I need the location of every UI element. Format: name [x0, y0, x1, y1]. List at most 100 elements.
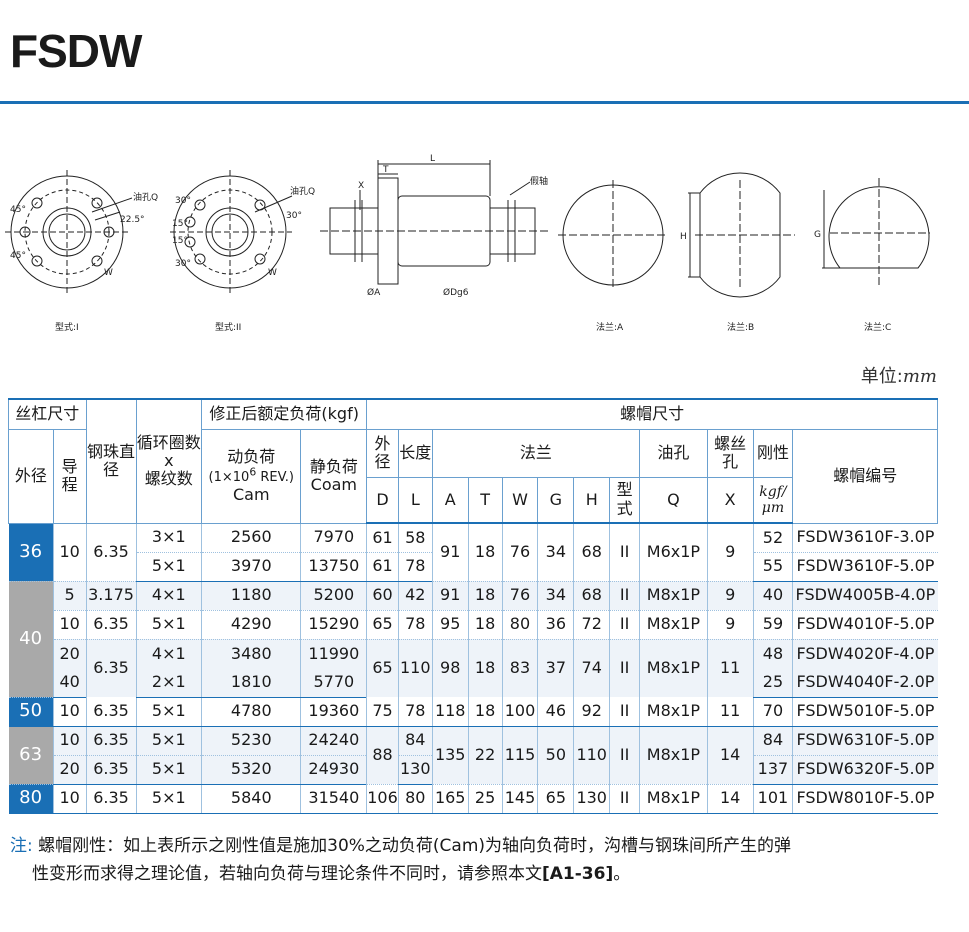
type-cell: II — [609, 784, 640, 814]
t-cell: 18 — [467, 581, 503, 611]
code-cell: FSDW5010F-5.0P — [792, 697, 938, 727]
col-stiff-unit: kgf/μm — [752, 476, 794, 524]
angle-30-right: 30° — [286, 211, 302, 221]
code-cell: FSDW3610F-3.0P — [792, 523, 938, 553]
coam-cell: 31540 — [300, 784, 367, 814]
stiff-cell: 55 — [752, 552, 793, 582]
table-row: 20 6.35 5×1 5320 24930 130 137 FSDW6320F… — [9, 755, 938, 785]
header-cam: Cam — [232, 484, 270, 504]
table-row: 5×1 3970 13750 61 78 55 FSDW3610F-5.0P — [9, 552, 938, 582]
col-A: A — [431, 476, 469, 524]
flange-a-caption: 法兰:A — [596, 321, 624, 333]
nut-side-view — [320, 160, 548, 285]
lead-cell: 10 — [52, 726, 87, 756]
code-cell: FSDW6310F-5.0P — [792, 726, 938, 756]
coam-cell: 5200 — [300, 581, 367, 611]
unit-prefix: 单位: — [860, 366, 903, 387]
flange-c-shape — [822, 178, 930, 285]
l-cell: 84 — [397, 726, 433, 756]
note-line2-post: 。 — [613, 864, 631, 884]
stiff-cell: 137 — [752, 755, 793, 785]
table-row: 10 6.35 5×1 4290 15290 65 78 95 18 80 36… — [9, 610, 938, 640]
page-title: FSDW — [10, 25, 142, 77]
col-type: 型式 — [609, 476, 641, 524]
header-lead: 导程 — [52, 428, 87, 524]
a-cell: 165 — [431, 784, 469, 814]
ball-cell: 6.35 — [85, 610, 137, 640]
h-cell: 68 — [573, 523, 610, 582]
note-line1: 螺帽刚性：如上表所示之刚性值是施加30%之动负荷(Cam)为轴向负荷时，沟槽与钢… — [38, 836, 792, 856]
t-cell: 22 — [467, 726, 503, 785]
cam-cell: 1810 — [201, 668, 301, 698]
w-cell: 76 — [501, 581, 538, 611]
stiff-cell: 59 — [752, 610, 793, 640]
h-cell: 92 — [573, 697, 610, 727]
header-circuit-l2: x — [164, 451, 174, 471]
t-cell: 18 — [467, 697, 503, 727]
a-cell: 91 — [431, 523, 469, 582]
coam-cell: 24930 — [300, 755, 367, 785]
dim-w-2: W — [268, 268, 277, 278]
type-cell: II — [609, 639, 640, 697]
w-cell: 145 — [501, 784, 538, 814]
header-outer: 外径 — [8, 428, 54, 524]
l-cell: 58 — [397, 523, 433, 553]
col-X: X — [706, 476, 754, 524]
x-cell: 14 — [706, 784, 753, 814]
cam-cell: 4290 — [201, 610, 301, 640]
header-bolt: 螺丝孔 — [706, 428, 754, 478]
d-cell: 75 — [366, 697, 399, 727]
cam-cell: 3970 — [201, 552, 301, 582]
g-cell: 34 — [537, 523, 574, 582]
t-cell: 18 — [467, 523, 503, 582]
header-circuit-l3: 螺纹数 — [144, 469, 193, 489]
note-line2: 性变形而求得之理论值，若轴向负荷与理论条件不同时，请参照本文[A1-36]。 — [10, 860, 950, 888]
type-cell: II — [609, 610, 640, 640]
q-cell: M8x1P — [639, 726, 708, 785]
note-line2-pre: 性变形而求得之理论值，若轴向负荷与理论条件不同时，请参照本文 — [32, 864, 542, 884]
col-T: T — [467, 476, 503, 524]
type1-caption: 型式:I — [55, 321, 79, 333]
dim-w-1: W — [104, 268, 113, 278]
ball-cell: 6.35 — [85, 697, 137, 727]
w-cell: 100 — [501, 697, 538, 727]
title-rule — [0, 101, 969, 104]
header-dyn-rev-pre: (1×10 — [208, 469, 250, 485]
d-cell: 106 — [366, 784, 399, 814]
header-dyn: 动负荷(1×106 REV.)Cam — [201, 428, 302, 524]
h-cell: 110 — [573, 726, 610, 785]
header-code: 螺帽编号 — [792, 428, 938, 524]
l-cell: 110 — [397, 639, 433, 697]
circuit-cell: 5×1 — [135, 726, 202, 756]
w-cell: 115 — [501, 726, 538, 785]
angle-30-top: 30° — [175, 196, 191, 206]
d-cell: 60 — [366, 581, 399, 611]
note-tag: 注: — [10, 836, 33, 856]
cam-cell: 1180 — [201, 581, 301, 611]
angle-22-5: 22.5° — [120, 215, 145, 225]
d-cell: 61 — [366, 552, 399, 582]
h-cell: 74 — [573, 639, 610, 697]
circuit-cell: 4×1 — [135, 639, 202, 668]
cam-cell: 2560 — [201, 523, 301, 553]
table-row: 36 10 6.35 3×1 2560 7970 61 58 91 18 76 … — [8, 523, 938, 582]
coam-cell: 19360 — [300, 697, 367, 727]
h-cell: 130 — [573, 784, 610, 814]
ball-cell: 6.35 — [85, 639, 137, 697]
stiff-cell: 70 — [752, 697, 793, 727]
header-circuit-l1: 循环圈数 — [136, 432, 201, 452]
table-row: 63 10 6.35 5×1 5230 24240 88 84 135 22 1… — [8, 726, 938, 785]
lead-cell: 10 — [52, 610, 87, 640]
d-cell: 61 — [366, 523, 399, 553]
col-L: L — [397, 476, 433, 524]
cam-cell: 5230 — [201, 726, 301, 756]
circuit-cell: 5×1 — [135, 697, 202, 727]
dim-t: T — [382, 165, 389, 175]
g-cell: 36 — [537, 610, 574, 640]
stiff-unit-l1: kgf/ — [759, 483, 787, 500]
header-nut-outer: 外径 — [366, 428, 399, 478]
l-cell: 130 — [397, 755, 433, 785]
cam-cell: 4780 — [201, 697, 301, 727]
circuit-cell: 5×1 — [135, 784, 202, 814]
